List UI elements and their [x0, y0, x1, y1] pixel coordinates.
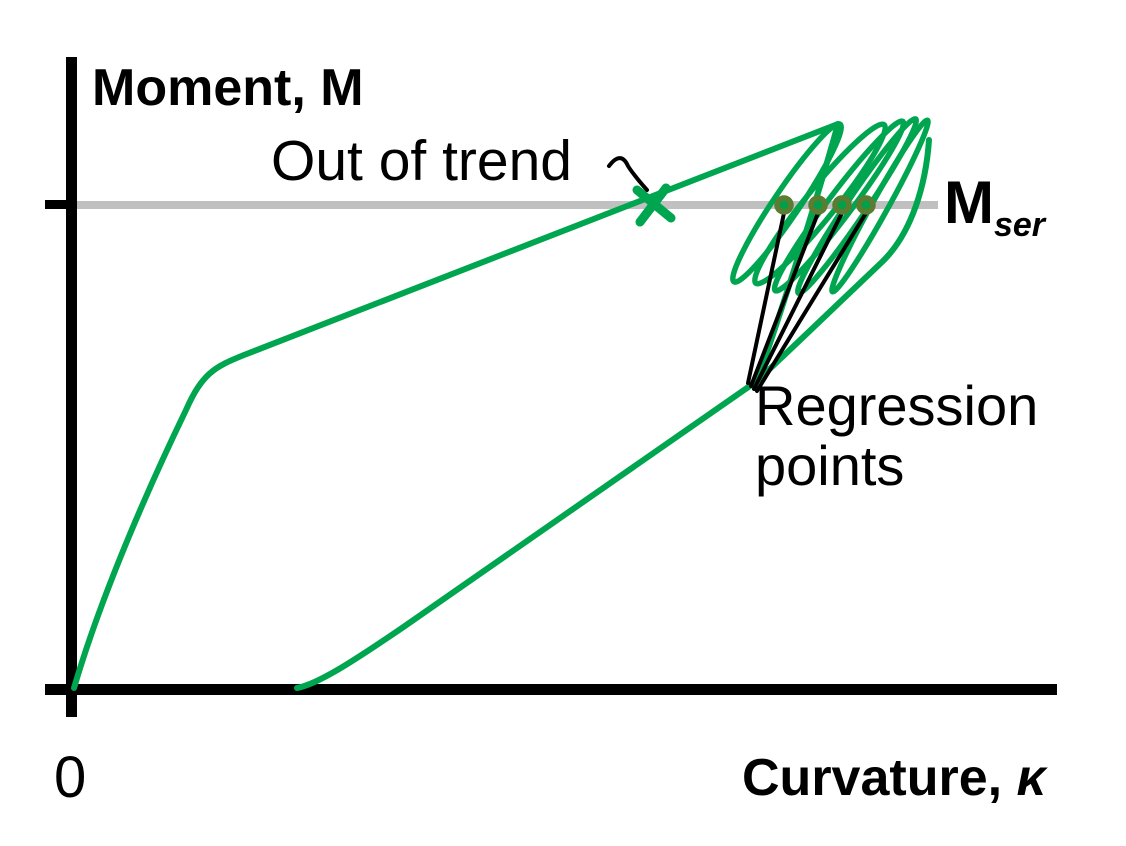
mser-label-sub: ser — [993, 206, 1046, 244]
x-axis-line — [45, 684, 1057, 695]
out-of-trend-label: Out of trend — [271, 129, 573, 193]
x-axis-label-name: Curvature, — [742, 749, 1017, 807]
mser-tick — [45, 200, 77, 209]
origin-label: 0 — [54, 745, 87, 810]
x-axis-label: Curvature, κ — [742, 748, 1046, 808]
regression-label-line1: Regression — [755, 374, 1039, 437]
regression-points-label: Regression points — [755, 374, 1039, 498]
y-axis-label: Moment, M — [92, 59, 364, 117]
mser-label: Mser — [944, 168, 1045, 244]
kappa-symbol: κ — [1016, 749, 1046, 807]
mser-label-main: M — [944, 169, 994, 236]
plot-shapes — [71, 116, 938, 691]
y-axis-line — [66, 57, 77, 717]
regression-label-line2: points — [755, 434, 905, 498]
